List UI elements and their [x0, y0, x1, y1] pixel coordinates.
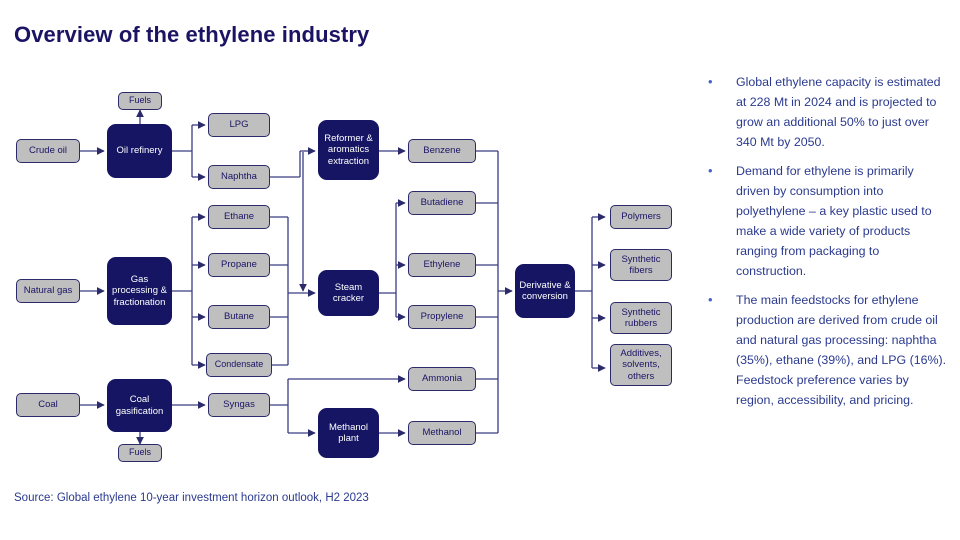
- bullet-glyph: •: [708, 74, 713, 89]
- insight-bullet-3: • The main feedstocks for ethylene produ…: [700, 290, 948, 410]
- node-ethane[interactable]: Ethane: [208, 205, 270, 229]
- node-natural-gas[interactable]: Natural gas: [16, 279, 80, 303]
- node-lpg[interactable]: LPG: [208, 113, 270, 137]
- ethylene-flow-diagram: Crude oil Natural gas Coal Oil refinery …: [16, 92, 672, 462]
- node-reformer-aromatics[interactable]: Reformer & aromatics extraction: [318, 120, 379, 180]
- node-propane[interactable]: Propane: [208, 253, 270, 277]
- node-methanol-plant[interactable]: Methanol plant: [318, 408, 379, 458]
- node-propylene[interactable]: Propylene: [408, 305, 476, 329]
- insight-text: Demand for ethylene is primarily driven …: [736, 164, 932, 278]
- insight-text: Global ethylene capacity is estimated at…: [736, 75, 941, 149]
- diagram-connectors: [80, 109, 606, 445]
- node-additives-solvents-others[interactable]: Additives, solvents, others: [610, 344, 672, 386]
- node-ethylene[interactable]: Ethylene: [408, 253, 476, 277]
- node-naphtha[interactable]: Naphtha: [208, 165, 270, 189]
- node-butane[interactable]: Butane: [208, 305, 270, 329]
- insight-text: The main feedstocks for ethylene product…: [736, 293, 947, 407]
- node-gas-processing[interactable]: Gas processing & fractionation: [107, 257, 172, 325]
- node-butadiene[interactable]: Butadiene: [408, 191, 476, 215]
- source-note: Source: Global ethylene 10-year investme…: [14, 492, 369, 504]
- node-polymers[interactable]: Polymers: [610, 205, 672, 229]
- node-benzene[interactable]: Benzene: [408, 139, 476, 163]
- bullet-glyph: •: [708, 292, 713, 307]
- node-synthetic-rubbers[interactable]: Synthetic rubbers: [610, 302, 672, 334]
- node-coal[interactable]: Coal: [16, 393, 80, 417]
- node-fuels-refinery[interactable]: Fuels: [118, 92, 162, 110]
- node-crude-oil[interactable]: Crude oil: [16, 139, 80, 163]
- node-fuels-gasification[interactable]: Fuels: [118, 444, 162, 462]
- page-title: Overview of the ethylene industry: [14, 22, 370, 47]
- bullet-glyph: •: [708, 163, 713, 178]
- insights-panel: • Global ethylene capacity is estimated …: [700, 72, 948, 419]
- node-coal-gasification[interactable]: Coal gasification: [107, 379, 172, 432]
- node-synthetic-fibers[interactable]: Synthetic fibers: [610, 249, 672, 281]
- node-oil-refinery[interactable]: Oil refinery: [107, 124, 172, 178]
- node-derivative-conversion[interactable]: Derivative & conversion: [515, 264, 575, 318]
- insight-bullet-2: • Demand for ethylene is primarily drive…: [700, 161, 948, 281]
- node-ammonia[interactable]: Ammonia: [408, 367, 476, 391]
- node-condensate[interactable]: Condensate: [206, 353, 272, 377]
- node-steam-cracker[interactable]: Steam cracker: [318, 270, 379, 316]
- insight-bullet-1: • Global ethylene capacity is estimated …: [700, 72, 948, 152]
- node-methanol[interactable]: Methanol: [408, 421, 476, 445]
- node-syngas[interactable]: Syngas: [208, 393, 270, 417]
